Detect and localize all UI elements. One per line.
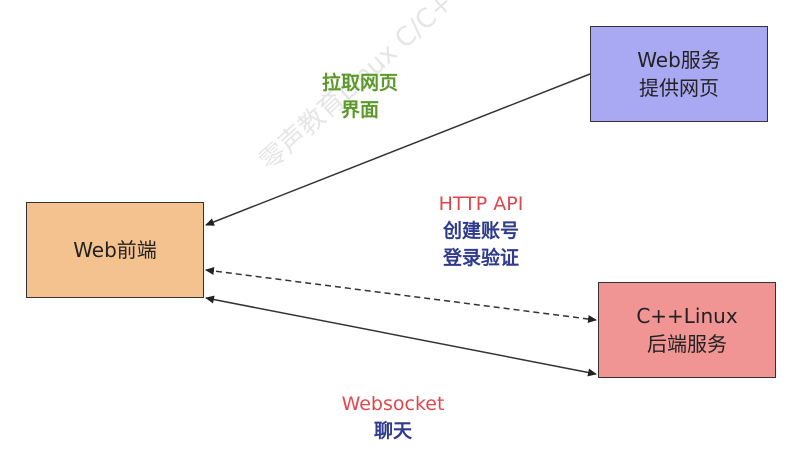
edge-http-api — [205, 267, 597, 323]
edge-label-websocket-line1: Websocket — [341, 393, 445, 415]
edge-websocket — [205, 295, 597, 377]
edge-label-http-api-line3: 登录验证 — [442, 247, 519, 269]
node-web-service-line1: Web服务 — [637, 48, 721, 72]
edge-label-pull-page-line1: 拉取网页 — [321, 72, 398, 94]
edge-label-pull-page-line2: 界面 — [340, 99, 379, 121]
node-cpp-backend: C++Linux 后端服务 — [598, 282, 776, 378]
edge-label-pull-page: 拉取网页 界面 — [305, 70, 415, 124]
edge-web-service-to-frontend — [205, 73, 591, 226]
edge-label-http-api-line2: 创建账号 — [442, 220, 519, 242]
node-web-service: Web服务 提供网页 — [590, 26, 768, 122]
node-web-frontend-label: Web前端 — [73, 238, 157, 262]
node-web-frontend: Web前端 — [26, 202, 204, 298]
edge-label-websocket-line2: 聊天 — [373, 420, 412, 442]
node-web-service-line2: 提供网页 — [639, 76, 719, 100]
node-cpp-backend-line2: 后端服务 — [647, 332, 727, 356]
edge-label-http-api: HTTP API 创建账号 登录验证 — [396, 191, 566, 272]
node-cpp-backend-line1: C++Linux — [636, 304, 738, 328]
edge-label-http-api-line1: HTTP API — [438, 193, 524, 215]
edge-label-websocket: Websocket 聊天 — [318, 391, 468, 445]
